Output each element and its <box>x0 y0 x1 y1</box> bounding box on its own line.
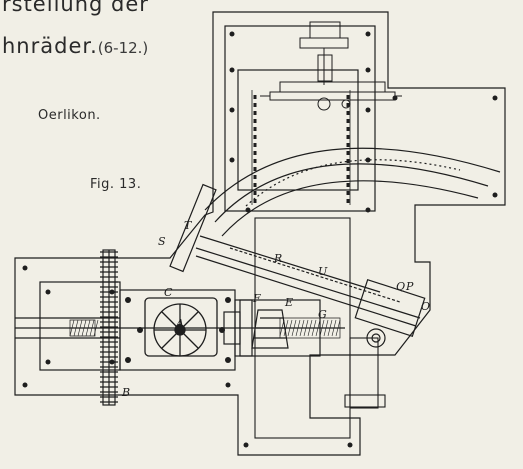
rivet <box>253 143 257 147</box>
top-carriage <box>260 21 402 111</box>
rivet <box>253 183 257 187</box>
rivet <box>346 191 350 195</box>
rivet <box>253 103 257 107</box>
label-S: S <box>158 235 166 248</box>
hatch-line <box>307 319 313 337</box>
main-shaft <box>69 317 341 339</box>
label-U: U <box>318 265 328 278</box>
hatch-line <box>315 319 321 337</box>
label-A: A <box>175 317 184 330</box>
rivet <box>253 167 257 171</box>
hatch-line <box>319 319 325 337</box>
hatch-line <box>81 319 87 337</box>
graduated-arc <box>204 147 501 237</box>
label-B: B <box>121 386 130 399</box>
rivet <box>346 199 350 203</box>
rivet <box>346 175 350 179</box>
gear-B-teeth <box>100 251 118 403</box>
header-title: hnräder. <box>2 34 98 58</box>
rivet <box>346 183 350 187</box>
rivet <box>253 151 257 155</box>
label-C: C <box>164 286 173 299</box>
hatch-line <box>323 319 329 337</box>
hatch-line <box>327 319 333 337</box>
label-Q: Q <box>396 280 405 293</box>
label-G: G <box>318 308 327 321</box>
bolt-holes <box>22 31 498 448</box>
rivet <box>253 127 257 131</box>
rivet <box>346 119 350 123</box>
hatch-line <box>93 319 99 337</box>
shaft-hatching <box>69 319 341 337</box>
rivet <box>346 127 350 131</box>
rivet <box>253 119 257 123</box>
hatch-line <box>77 319 83 337</box>
header-line-2: hnräder.(6-12.) <box>2 34 148 58</box>
hatch-line <box>335 319 341 337</box>
rivet <box>253 111 257 115</box>
hatch-line <box>311 319 317 337</box>
hatch-line <box>287 319 293 337</box>
rivet <box>253 95 257 99</box>
label-F: F <box>252 292 261 305</box>
rivet <box>346 143 350 147</box>
hatch-line <box>69 319 75 337</box>
headstock-bolts <box>45 289 231 365</box>
rivet <box>253 135 257 139</box>
label-T: T <box>184 219 193 232</box>
rivet <box>253 191 257 195</box>
rivet <box>253 199 257 203</box>
header-page-ref: (6-12.) <box>97 39 149 57</box>
rivet <box>346 167 350 171</box>
hatch-line <box>85 319 91 337</box>
manufacturer-name: Oerlikon. <box>38 108 101 123</box>
rivet <box>346 95 350 99</box>
rivet <box>346 103 350 107</box>
label-R: R <box>273 252 282 265</box>
header-line-1: rstellung der <box>2 0 149 16</box>
rivet <box>346 151 350 155</box>
hatch-line <box>303 319 309 337</box>
hatch-line <box>331 319 337 337</box>
rivet <box>346 111 350 115</box>
rivet <box>253 159 257 163</box>
rivet-dots <box>253 95 350 203</box>
flywheel-A <box>144 297 218 357</box>
label-E: E <box>284 296 293 309</box>
label-O: O <box>421 300 430 313</box>
hatch-line <box>295 319 301 337</box>
rivet-rows <box>251 90 351 205</box>
figure-label: Fig. 13. <box>90 177 142 192</box>
hatch-line <box>291 319 297 337</box>
hatch-line <box>89 319 95 337</box>
hatch-line <box>299 319 305 337</box>
outline-frame <box>14 11 506 456</box>
bevel-gear-E <box>251 309 289 349</box>
swing-arm <box>169 183 426 348</box>
label-P: P <box>405 280 414 293</box>
part-labels: A B C E F G O P Q R S T U <box>121 219 430 399</box>
rivet <box>346 159 350 163</box>
rivet <box>253 175 257 179</box>
rivet <box>346 135 350 139</box>
hatch-line <box>73 319 79 337</box>
